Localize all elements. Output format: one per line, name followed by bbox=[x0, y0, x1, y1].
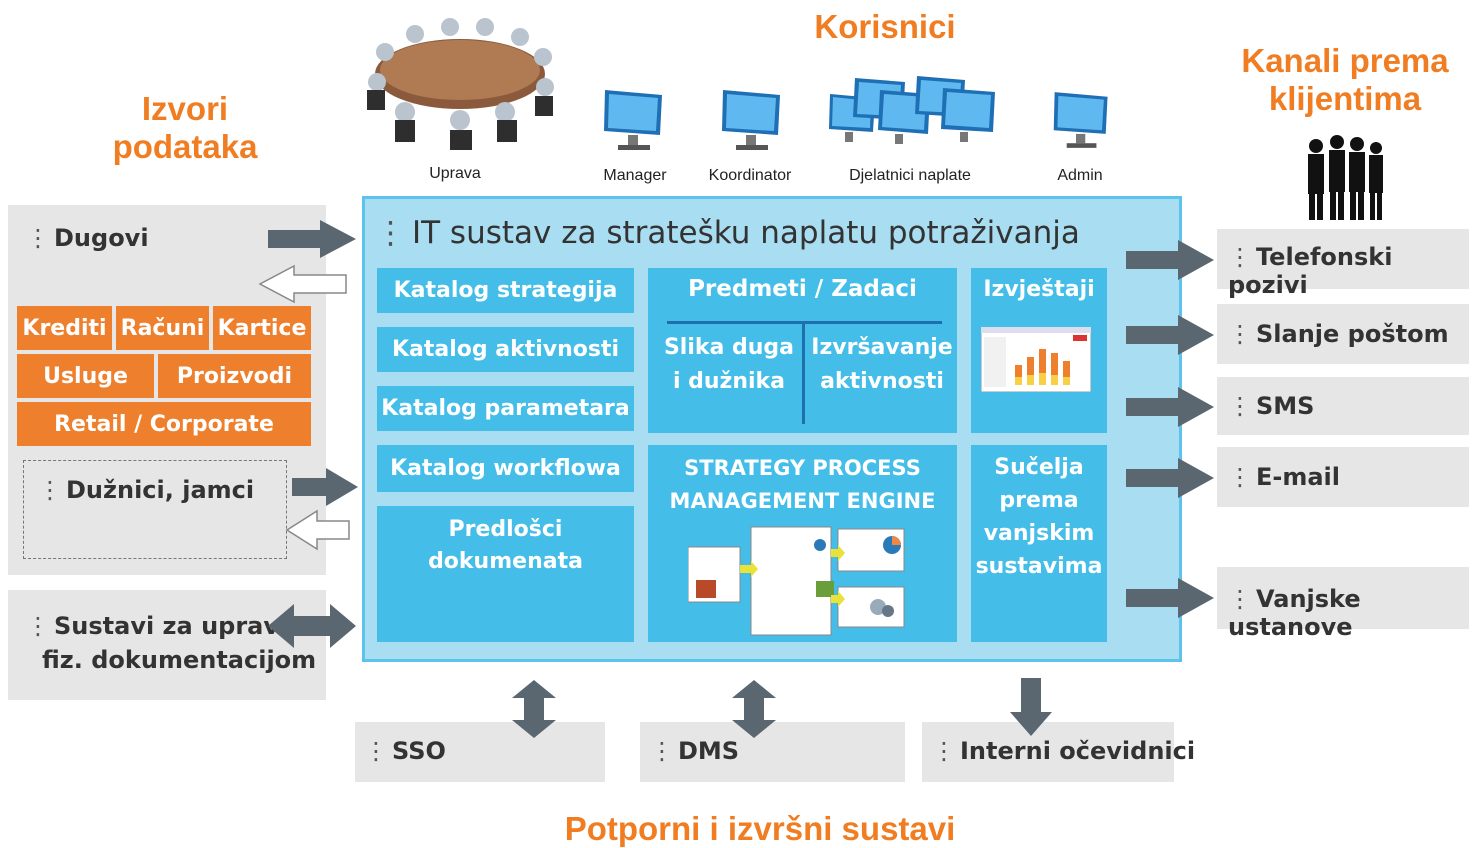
arrow-down-icon bbox=[1010, 678, 1052, 736]
user-manager: Manager bbox=[603, 167, 667, 184]
channel-sms-label: SMS bbox=[1228, 392, 1314, 420]
user-djelatnici-naplate: Djelatnici naplate bbox=[849, 167, 971, 184]
meeting-table-icon bbox=[367, 18, 554, 150]
user-koordinator: Koordinator bbox=[708, 167, 792, 184]
channel-email-label: E-mail bbox=[1228, 463, 1340, 491]
user-admin: Admin bbox=[1057, 167, 1103, 184]
sucelja-block: Sučelja prema vanjskim sustavima bbox=[971, 445, 1107, 642]
arrow-left-outline-icon bbox=[285, 509, 350, 551]
category-racuni: Računi bbox=[116, 306, 209, 350]
katalog-strategija: Katalog strategija bbox=[377, 268, 634, 313]
arrow-right-icon bbox=[1126, 458, 1214, 498]
support-interni-label: Interni očevidnici bbox=[932, 737, 1195, 765]
source-sustavi-line1: Sustavi za upravlj. bbox=[26, 612, 305, 640]
category-retail-corporate: Retail / Corporate bbox=[17, 402, 311, 446]
support-dms-label: DMS bbox=[650, 737, 739, 765]
arrow-vertical-bidirectional-icon bbox=[512, 680, 556, 738]
predlosci-line1: Predlošci bbox=[448, 517, 563, 542]
izvrsavanje-aktivnosti: Izvršavanje aktivnosti bbox=[808, 331, 956, 399]
slika-line2: i dužnika bbox=[672, 369, 786, 394]
source-duznici-jamci: Dužnici, jamci bbox=[38, 476, 254, 504]
user-uprava: Uprava bbox=[429, 165, 481, 182]
izvrs-line2: aktivnosti bbox=[820, 369, 944, 394]
channel-telefonski-label: Telefonski pozivi bbox=[1228, 243, 1475, 299]
title-marker: ⋮ bbox=[375, 215, 406, 251]
arrow-right-icon bbox=[1126, 387, 1214, 427]
report-thumbnail-icon bbox=[981, 327, 1091, 392]
predlosci-dokumenata: Predlošci dokumenata bbox=[377, 506, 634, 642]
katalog-workflowa: Katalog workflowa bbox=[377, 445, 634, 492]
arrow-left-outline-icon bbox=[258, 264, 347, 304]
category-kartice: Kartice bbox=[213, 306, 311, 350]
arrow-right-icon bbox=[268, 220, 356, 258]
source-dugovi: Dugovi bbox=[26, 224, 149, 252]
izvjestaji-label: Izvještaji bbox=[983, 277, 1095, 302]
slika-line1: Slika duga bbox=[663, 335, 795, 360]
title-potporni: Potporni i izvršni sustavi bbox=[564, 810, 956, 847]
predmeti-divider-v bbox=[802, 324, 805, 424]
monitor-group-icon bbox=[829, 76, 995, 144]
predlosci-line2: dokumenata bbox=[428, 548, 583, 574]
category-proizvodi: Proizvodi bbox=[158, 354, 311, 398]
duznici-box bbox=[23, 460, 287, 559]
katalog-aktivnosti: Katalog aktivnosti bbox=[377, 327, 634, 372]
arrow-right-icon bbox=[292, 468, 358, 506]
monitor-icon bbox=[604, 90, 662, 150]
monitor-icon bbox=[722, 90, 780, 150]
it-system-title: ⋮IT sustav za stratešku naplatu potraživ… bbox=[375, 215, 1080, 251]
channel-vanjske-label: Vanjske ustanove bbox=[1228, 585, 1475, 641]
strategy-engine-label: STRATEGY PROCESS MANAGEMENT ENGINE bbox=[648, 452, 957, 518]
title-izvori-podataka: Izvori podataka bbox=[112, 90, 258, 165]
it-system-title-text: IT sustav za stratešku naplatu potraživa… bbox=[412, 215, 1080, 251]
process-diagram-thumbnail-icon bbox=[688, 526, 905, 636]
support-sso-label: SSO bbox=[364, 737, 446, 765]
arrow-right-icon bbox=[1126, 240, 1214, 280]
doc-systems-panel bbox=[8, 590, 326, 700]
category-usluge: Usluge bbox=[17, 354, 154, 398]
predmeti-zadaci-label: Predmeti / Zadaci bbox=[688, 276, 917, 302]
slika-duga: Slika duga i dužnika bbox=[658, 331, 800, 399]
predmeti-divider-h bbox=[667, 321, 942, 324]
sucelja-line1: Sučelja bbox=[994, 455, 1084, 480]
katalog-parametara: Katalog parametara bbox=[377, 386, 634, 431]
channel-slanje-label: Slanje poštom bbox=[1228, 320, 1449, 348]
title-korisnici: Korisnici bbox=[814, 8, 956, 45]
izvrs-line1: Izvršavanje bbox=[811, 335, 953, 360]
engine-line2: MANAGEMENT ENGINE bbox=[669, 489, 936, 513]
sucelja-line2: prema bbox=[999, 488, 1079, 513]
title-kanali: Kanali prema klijentima bbox=[1241, 42, 1449, 117]
engine-line1: STRATEGY PROCESS bbox=[684, 456, 921, 480]
arrow-vertical-bidirectional-icon bbox=[732, 680, 776, 738]
source-sustavi-line2: fiz. dokumentacijom bbox=[42, 646, 317, 674]
category-krediti: Krediti bbox=[17, 306, 112, 350]
sucelja-line4: sustavima bbox=[975, 554, 1103, 579]
business-people-silhouette-icon bbox=[1308, 135, 1383, 220]
arrow-bidirectional-icon bbox=[268, 604, 356, 648]
arrow-right-icon bbox=[1126, 315, 1214, 355]
sucelja-line3: vanjskim bbox=[983, 521, 1095, 546]
arrow-right-icon bbox=[1126, 578, 1214, 618]
monitor-icon bbox=[1053, 92, 1108, 148]
